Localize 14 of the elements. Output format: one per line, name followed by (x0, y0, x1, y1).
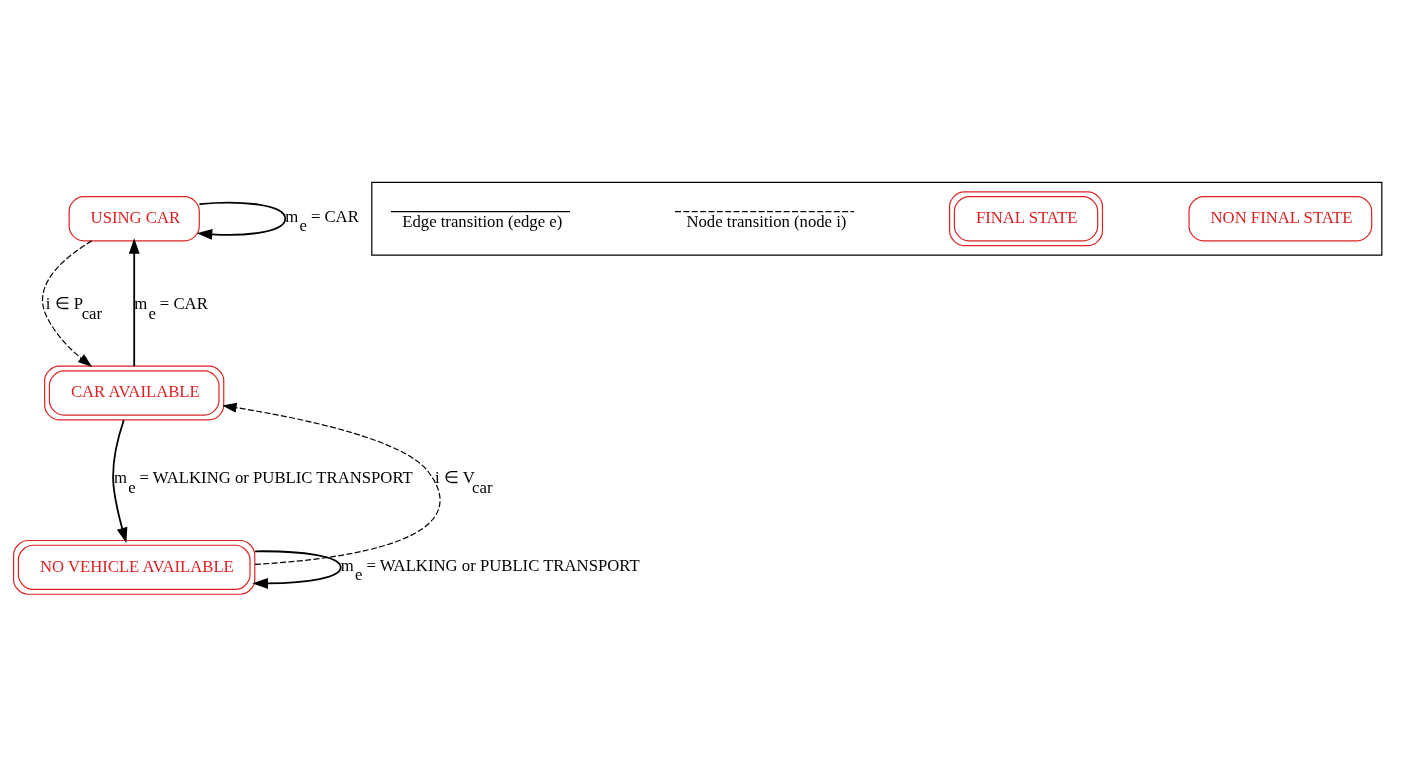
cluster (371, 181, 1383, 256)
arrow (112, 419, 128, 544)
arrow (128, 238, 140, 367)
arrow (41, 240, 93, 367)
node-box: FINAL STATE (949, 191, 1104, 247)
arrow (196, 201, 287, 240)
node-box: NON FINAL STATE (1188, 196, 1373, 242)
node-box: CAR AVAILABLE (44, 365, 225, 421)
node-box: USING CAR (68, 196, 200, 242)
legend-label: Edge transition (edge e) (402, 212, 563, 232)
legend-label: Node transition (node i) (686, 212, 847, 232)
arrow (252, 550, 342, 589)
arrow (222, 402, 441, 566)
node-box: NO VEHICLE AVAILABLE (13, 539, 256, 595)
